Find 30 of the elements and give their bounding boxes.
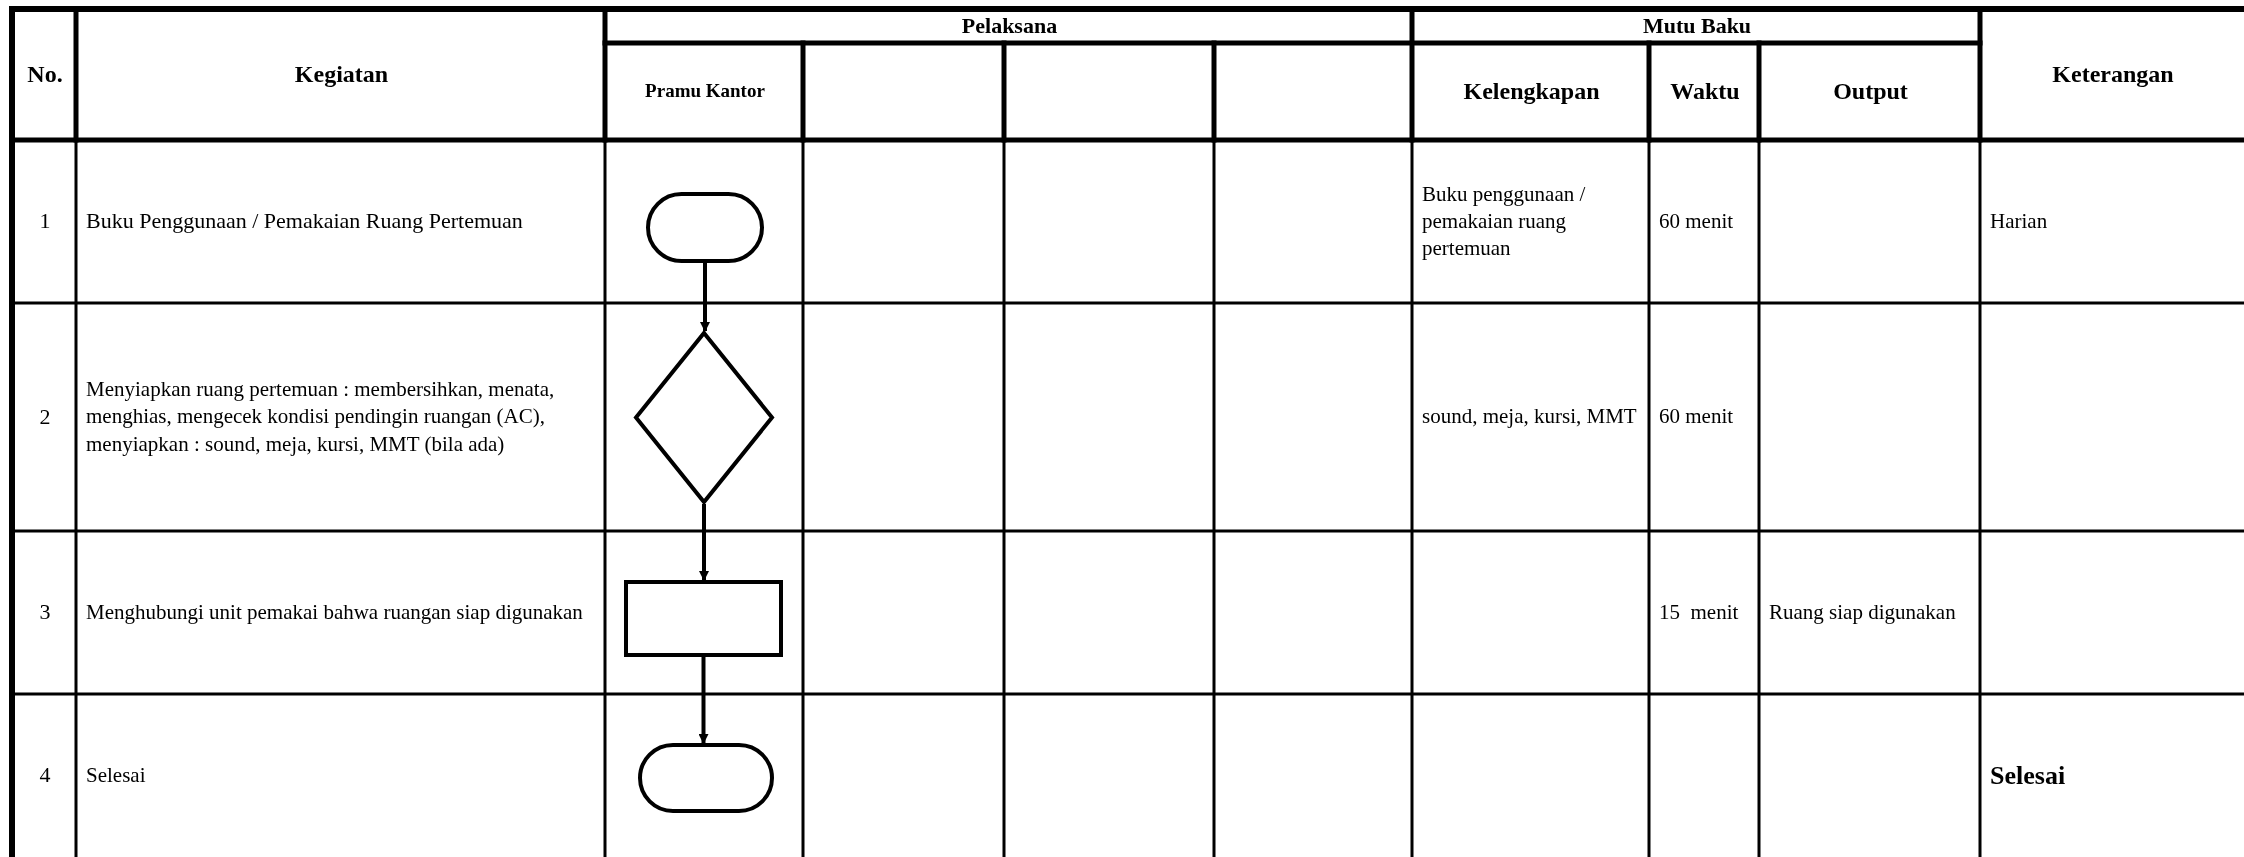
column-header: Pramu Kantor (645, 79, 765, 104)
time-text: 60 menit (1659, 403, 1734, 431)
output-text: Ruang siap digunakan (1769, 598, 1956, 626)
column-header: Pelaksana (961, 11, 1058, 40)
decision-diamond (634, 331, 774, 504)
activity-text: Buku Penggunaan / Pemakaian Ruang Pertemuan (86, 207, 523, 236)
activity-text: Selesai (86, 761, 146, 789)
equipment-text: sound, meja, kursi, MMT (1422, 403, 1637, 431)
row-number: 4 (39, 761, 51, 790)
row-number: 3 (39, 598, 51, 627)
column-header: Waktu (1670, 76, 1740, 106)
time-text: 60 menit (1659, 207, 1734, 235)
column-header: No. (27, 59, 63, 89)
column-header: Kelengkapan (1463, 76, 1600, 106)
column-header: Output (1833, 76, 1908, 106)
note-text: Selesai (1990, 759, 2066, 792)
column-header: Mutu Baku (1642, 11, 1752, 40)
arrow (698, 657, 709, 744)
activity-text: Menyiapkan ruang pertemuan : membersihkan, menata, menghias, mengecek kondisi pendingin ruangan (AC), menyiapkan : sound, meja, kursi, MMT (bila ada) (86, 376, 556, 458)
row-number: 1 (39, 207, 51, 236)
arrow (700, 263, 710, 332)
column-header: Keterangan (2052, 59, 2174, 89)
arrow (699, 504, 709, 581)
activity-text: Menghubungi unit pemakai bahwa ruangan siap digunakan (86, 598, 583, 626)
process-box (624, 580, 783, 657)
equipment-text: Buku penggunaan / pemakaian ruang pertemuan (1422, 180, 1587, 263)
column-header: Kegiatan (294, 59, 389, 89)
row-number: 2 (39, 402, 51, 431)
note-text: Harian (1990, 207, 2048, 235)
time-text: 15 menit (1659, 598, 1739, 626)
